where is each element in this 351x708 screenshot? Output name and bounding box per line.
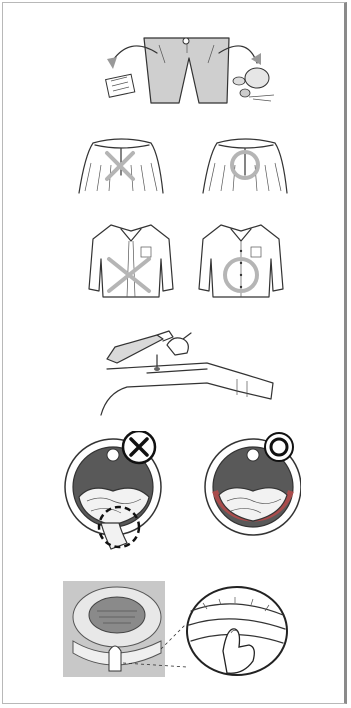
button-shirts-illustration <box>83 219 289 301</box>
door-seal-detail <box>187 587 287 675</box>
x-mark-icon <box>109 259 149 291</box>
trousers-wrong <box>79 139 163 193</box>
drum-wrong <box>65 431 161 549</box>
pretreat-collar-illustration <box>87 325 277 421</box>
empty-pockets-illustration <box>99 33 279 108</box>
shirt-buttoned <box>199 225 283 297</box>
drum-right <box>205 433 301 535</box>
instruction-page <box>2 2 347 704</box>
door-seal-check-illustration <box>63 581 289 681</box>
load-drum-illustration <box>61 431 301 559</box>
zip-up-trousers-illustration <box>71 135 297 197</box>
trousers-right <box>203 139 287 193</box>
shirt-unbuttoned <box>89 225 173 297</box>
